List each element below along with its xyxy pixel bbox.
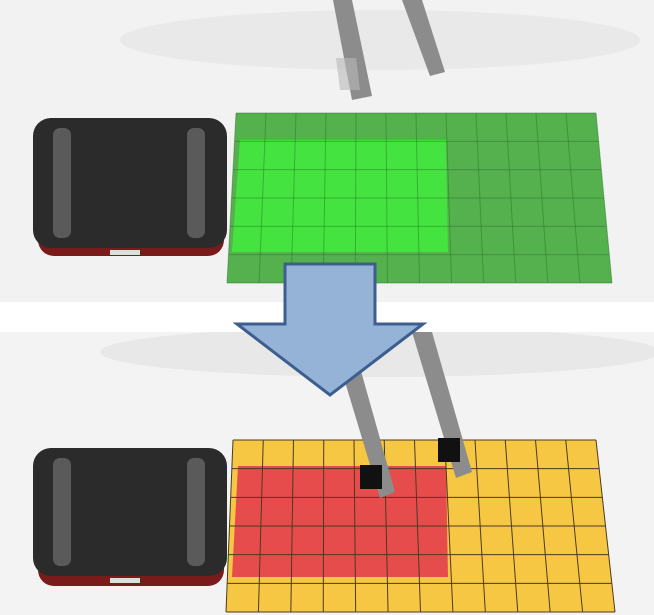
black-block (438, 438, 460, 462)
bin-handle-left (53, 128, 71, 238)
green-board (227, 113, 612, 283)
red-yellow-board (226, 440, 615, 612)
bin-handle-right (187, 128, 205, 238)
bin-label (110, 578, 140, 583)
down-arrow-icon (233, 262, 427, 398)
bin-handle-left (53, 458, 71, 566)
gripper-shadow (336, 58, 360, 90)
before-scene-canvas (0, 0, 654, 302)
background-shadow (120, 10, 640, 70)
bin-label (110, 250, 140, 255)
arrow-shape (237, 264, 423, 395)
black-block (360, 465, 382, 489)
storage-bin (33, 118, 227, 256)
before-scene-panel (0, 0, 654, 302)
storage-bin (33, 448, 227, 586)
bin-handle-right (187, 458, 205, 566)
